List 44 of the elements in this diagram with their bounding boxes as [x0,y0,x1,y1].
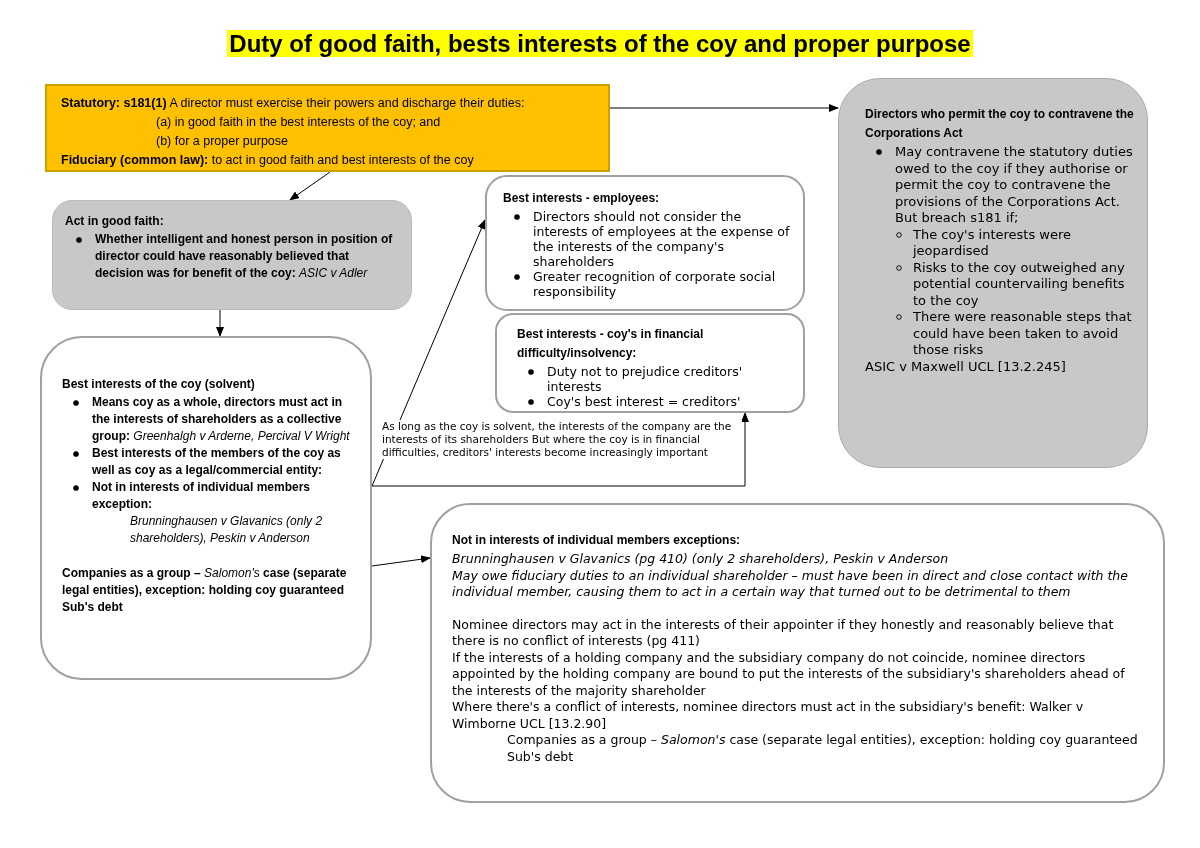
arrow [289,171,331,201]
body-text: Fiduciary (common law): to act in good faith and best interests of the coy [61,152,475,169]
bullet-text: There were reasonable steps that could have been taken to avoid those risks [913,309,1133,359]
body-text: Nominee directors may act in the interests of their appointer if they honestly and reasonably believe that there is no conflict of interests (pg 411) [452,616,1115,650]
edge-label: As long as the coy is solvent, the interests of the company are the interests of its shareholders But where the coy is in financial difficulties, creditors' interests become increasingly important [382,420,742,459]
body-text: (b) for a proper purpose [155,133,289,150]
heading: Best interests - employees: [503,190,661,207]
title: Duty of good faith, bests interests of the coy and proper purpose [227,30,973,57]
body-text: Statutory: s181(1) A director must exercise their powers and discharge their duties: [61,95,526,112]
bullet-text: Means coy as a whole, directors must act in the interests of shareholders as a collective group: Greenhalgh v Arderne, Percival V Wright [92,394,351,445]
topic-box [838,78,1148,468]
bullet-text: Coy's best interest = creditors' [547,394,742,409]
body-text: (a) in good faith in the best interests of the coy; and [155,114,442,131]
topic-box [485,175,805,311]
bullet-text: Greater recognition of corporate social responsibility [533,269,777,299]
heading: Act in good faith: [65,213,165,230]
arrow [371,412,749,487]
bullet-text: Whether intelligent and honest person in position of director could have reasonably believed that decision was for benefit of the coy: ASIC v Adler [95,231,394,282]
topic-box [52,200,412,310]
heading: Directors who permit the coy to contravene the Corporations Act [865,106,1135,142]
statute-box [45,84,610,172]
bullet-text: Not in interests of individual members exception: [92,479,312,513]
bullet-text: Duty not to prejudice creditors' interests [547,364,744,394]
body-text: Brunninghausen v Glavanics (pg 410) (only 2 shareholders), Peskin v Anderson [452,551,950,568]
bullet-text: May contravene the statutory duties owed to the coy if they authorise or permit the coy to contravene the provisions of the Corporations Act. But breach s181 if; [895,144,1134,227]
body-text: ASIC v Maxwell UCL [13.2.245] [865,358,1067,375]
bullet-text: The coy's interests were jeopardised [913,226,1073,260]
arrow [609,104,839,112]
topic-box [40,336,372,680]
heading: Not in interests of individual members exceptions: [452,532,742,549]
body-text: May owe fiduciary duties to an individual shareholder – must have been in direct and close contact with the individual member, causing them to act in a certain way that turned out to be detrimental to them [452,567,1129,601]
body-text: If the interests of a holding company and the subsidiary company do not coincide, nominee directors appointed by the holding company are bound to put the interests of the subsidiary's shareholders ahead of the interests of the majority shareholder [452,649,1126,699]
note-box [430,503,1165,803]
topic-box [495,313,805,413]
arrow [371,555,431,567]
body-text: Brunninghausen v Glavanics (only 2 shareholders), Peskin v Anderson [129,513,324,547]
body-text: Companies as a group – Salomon's case (separate legal entities), exception: holding coy guaranteed Sub's debt [506,732,1139,765]
body-text: Companies as a group – Salomon's case (separate legal entities), exception: holding coy guaranteed Sub's debt [62,565,348,616]
arrow [216,309,224,337]
heading: Best interests - coy's in financial difficulty/insolvency: [517,326,705,362]
heading: Best interests of the coy (solvent) [62,376,256,393]
bullet-text: Directors should not consider the interests of employees at the expense of the interests of the company's shareholders [533,209,791,269]
bullet-text: Best interests of the members of the coy as well as coy as a legal/commercial entity: [92,445,342,479]
bullet-text: Risks to the coy outweighed any potential countervailing benefits to the coy [913,259,1126,309]
